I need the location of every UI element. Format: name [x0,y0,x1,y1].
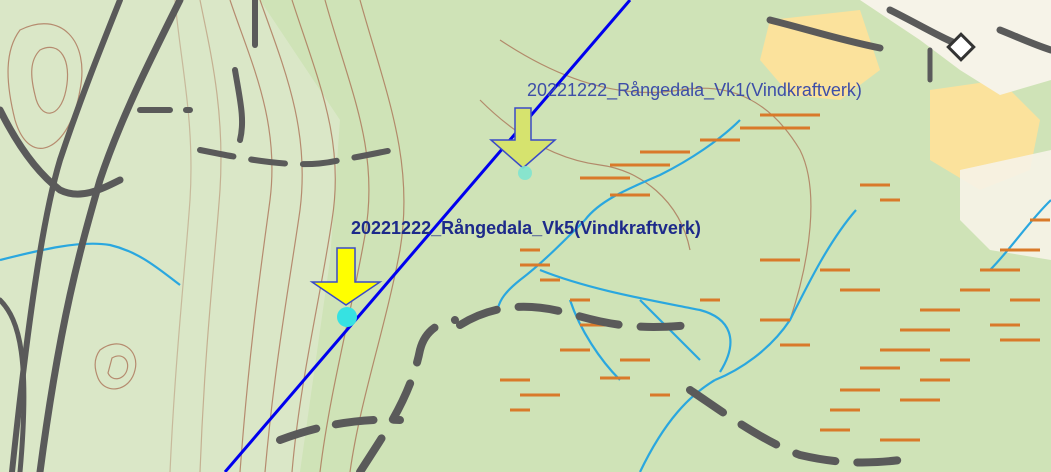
marker-label-vk1: 20221222_Rångedala_Vk1(Vindkraftverk) [527,80,862,101]
building-icon [946,32,976,62]
boundary-line [223,0,632,472]
wetland-hatch [500,113,1050,442]
field-areas [760,0,1051,260]
marker-label-vk5: 20221222_Rångedala_Vk5(Vindkraftverk) [351,218,701,238]
marker-vk1[interactable]: 20221222_Rångedala_Vk1(Vindkraftverk) [489,80,862,180]
arrow-down-icon [309,247,383,306]
marker-vk5[interactable]: 20221222_Rångedala_Vk5(Vindkraftverk) [309,218,701,327]
marker-dot-icon[interactable] [518,166,532,180]
arrow-down-icon [489,107,557,169]
marker-dot-icon[interactable] [337,307,357,327]
forest-light-area [0,0,340,472]
